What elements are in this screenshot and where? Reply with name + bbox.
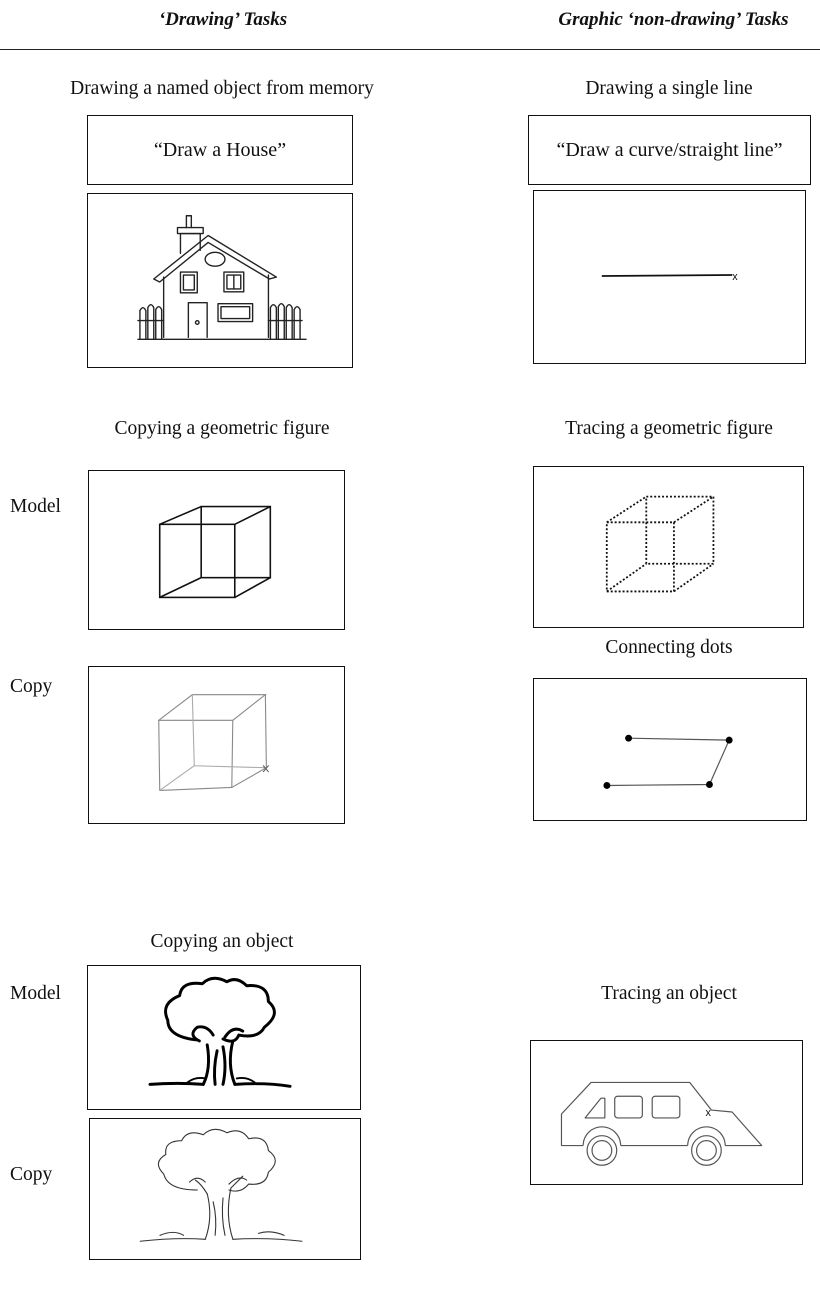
single-line-box: x [533, 190, 806, 364]
tracing-object-title: Tracing an object [601, 983, 737, 1004]
tree-model-box [87, 965, 361, 1110]
drawing-tasks-header: ‘Drawing’ Tasks [158, 9, 288, 30]
cube-model-box [88, 470, 345, 630]
connecting-dots-title: Connecting dots [605, 637, 733, 658]
non-drawing-tasks-header: Graphic ‘non-drawing’ Tasks [558, 9, 789, 30]
car-tracing-drawing: x [560, 1081, 763, 1166]
header-divider [0, 49, 820, 50]
tracing-figure-title: Tracing a geometric figure [565, 418, 773, 439]
geometric-copy-title: Copying a geometric figure [114, 418, 330, 439]
draw-line-instruction: “Draw a curve/straight line” [556, 138, 783, 161]
object-copy-title: Copying an object [150, 931, 294, 952]
object-model-label: Model [10, 983, 61, 1004]
car-start-marker: x [705, 1107, 711, 1119]
cube-copy-box [88, 666, 345, 824]
connecting-dots-box [533, 678, 807, 821]
geometric-model-label: Model [10, 496, 61, 517]
single-line-drawing: x [601, 271, 738, 283]
draw-house-instruction-box: “Draw a House” [87, 115, 353, 185]
named-object-title: Drawing a named object from memory [70, 78, 374, 99]
house-drawing [137, 215, 307, 341]
cube-copy-drawing [158, 694, 269, 791]
house-drawing-box [87, 193, 353, 368]
tree-model-drawing [148, 976, 292, 1088]
connecting-dots-drawing [603, 734, 733, 789]
draw-house-instruction: “Draw a House” [153, 138, 287, 161]
object-copy-label: Copy [10, 1164, 53, 1185]
tree-copy-drawing [139, 1128, 303, 1242]
geometric-copy-label: Copy [10, 676, 53, 697]
cube-model-drawing [158, 505, 272, 599]
single-line-title: Drawing a single line [585, 78, 753, 99]
dotted-cube-box [533, 466, 804, 628]
tree-copy-box [89, 1118, 361, 1260]
dotted-cube-drawing [605, 495, 715, 593]
draw-line-instruction-box: “Draw a curve/straight line” [528, 115, 811, 185]
line-end-marker: x [732, 271, 738, 283]
car-tracing-box: x [530, 1040, 803, 1185]
